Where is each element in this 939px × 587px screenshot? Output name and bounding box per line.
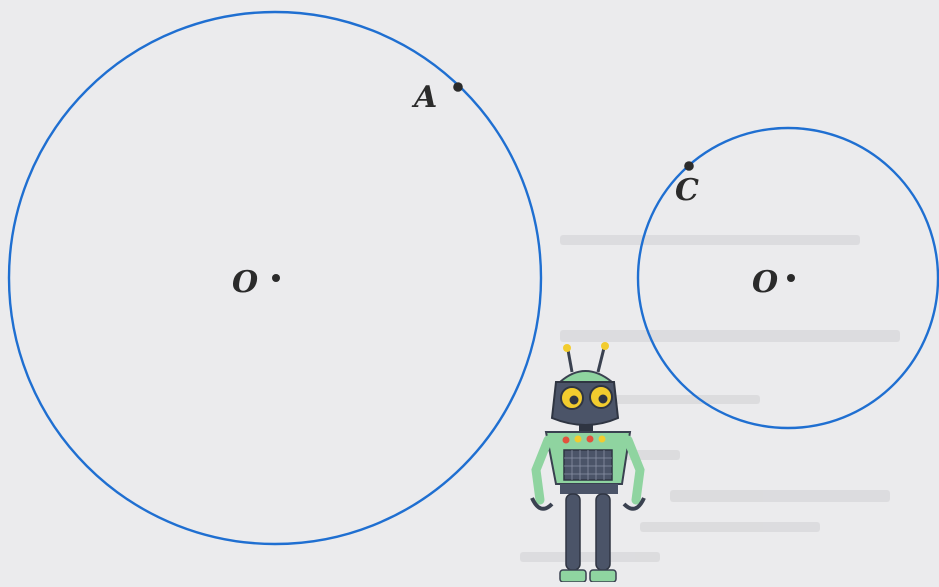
point-a xyxy=(453,82,463,92)
point-c xyxy=(684,161,694,171)
point-a-label: A xyxy=(411,80,437,115)
right-center-label: O xyxy=(752,265,778,300)
left-center-label: O xyxy=(232,265,258,300)
point-c-label: C xyxy=(675,173,699,208)
left-circle xyxy=(7,10,543,546)
right-center-point xyxy=(787,274,795,282)
robot-icon xyxy=(530,342,646,583)
left-center-point xyxy=(272,274,280,282)
right-circle xyxy=(636,126,939,430)
